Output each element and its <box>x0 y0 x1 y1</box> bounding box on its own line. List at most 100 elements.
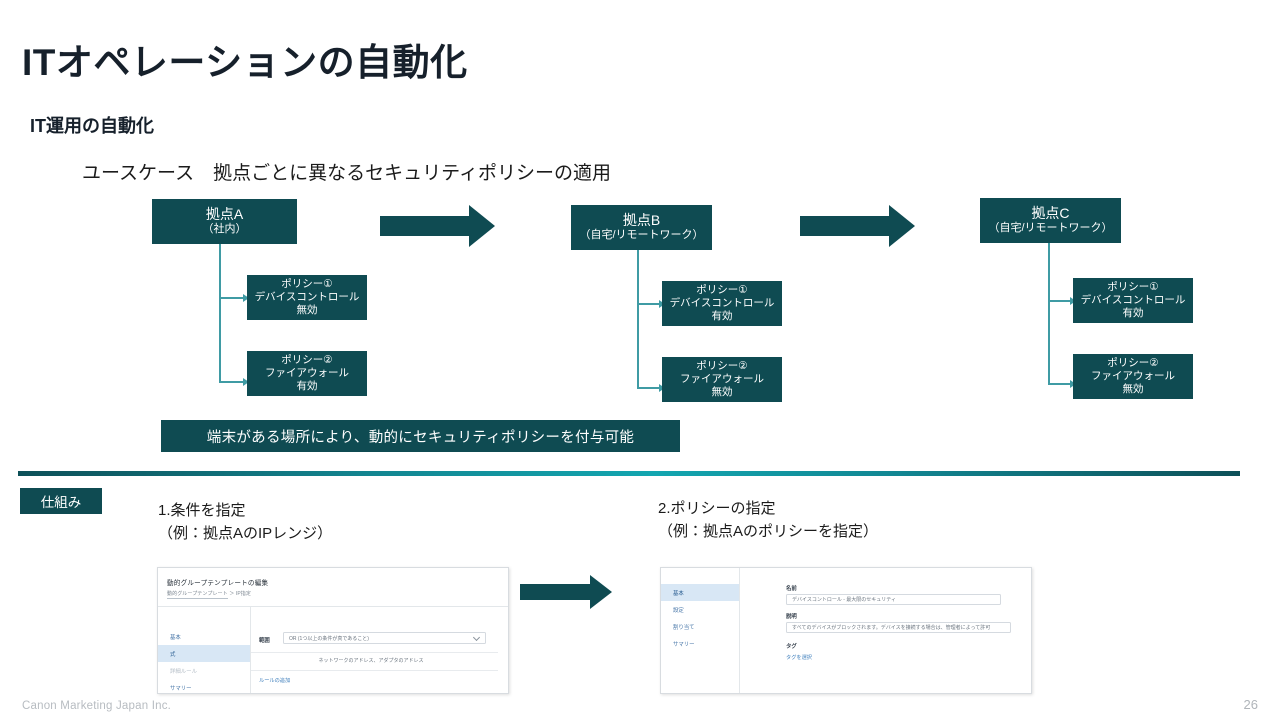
footer-brand: Canon Marketing Japan Inc. <box>22 700 172 712</box>
name-field[interactable]: デバイスコントロール - 最大限のセキュリティ <box>786 594 1001 605</box>
policy-state-c1: 有効 <box>1122 306 1144 319</box>
site-name-b: 拠点B <box>622 212 661 229</box>
policy-box-b1: ポリシー① デバイスコントロール 有効 <box>662 281 782 326</box>
site-box-c: 拠点C （自宅/リモートワーク） <box>980 198 1121 243</box>
mock-right-sidebar-item-assignment[interactable]: 割り当て <box>661 618 739 635</box>
operator-label: 範囲 <box>259 638 270 644</box>
name-label: 名前 <box>786 586 797 592</box>
breadcrumb-separator-icon: ＞ <box>229 591 235 597</box>
breadcrumb-current: IP指定 <box>235 591 251 597</box>
step-1-label: 1.条件を指定 （例：拠点AのIPレンジ） <box>158 502 333 543</box>
policy-feature-a1: デバイスコントロール <box>254 291 360 304</box>
site-name-c: 拠点C <box>1031 205 1070 222</box>
policy-box-a2: ポリシー② ファイアウォール 有効 <box>247 351 367 396</box>
policy-title-b2: ポリシー② <box>696 360 748 373</box>
policy-state-c2: 無効 <box>1122 382 1144 395</box>
flow-arrow-b-to-c <box>800 205 915 247</box>
mock-left-sidebar-item-basic[interactable]: 基本 <box>158 628 250 645</box>
sidebar-label: 割り当て <box>673 624 695 631</box>
breadcrumb-link[interactable]: 動的グループテンプレート <box>167 591 228 599</box>
policy-feature-b1: デバイスコントロール <box>669 297 775 310</box>
policy-title-c2: ポリシー② <box>1107 357 1159 370</box>
operator-select[interactable]: OR (1つ以上の条件が真であること) <box>283 632 486 644</box>
mock-right-sidebar-item-basic[interactable]: 基本 <box>661 584 739 601</box>
operator-select-value: OR (1つ以上の条件が真であること) <box>289 635 369 642</box>
step-2-label: 2.ポリシーの指定 （例：拠点Aのポリシーを指定） <box>658 500 879 541</box>
policy-state-b1: 有効 <box>711 309 733 322</box>
connector-horizontal-b2 <box>637 387 661 389</box>
mock-left-sidebar-item-summary[interactable]: サマリー <box>158 679 250 693</box>
sidebar-label: サマリー <box>673 641 695 648</box>
site-name-a: 拠点A <box>205 206 244 223</box>
mock-left-breadcrumb: 動的グループテンプレート ＞ IP指定 <box>167 590 251 599</box>
mock-left-sidebar: 基本 式 詳細ルール サマリー <box>158 607 251 693</box>
mock-left-sidebar-item-detail-rules[interactable]: 詳細ルール <box>158 662 250 679</box>
connector-arrowhead-a2 <box>243 378 249 386</box>
site-box-a: 拠点A （社内） <box>152 199 297 244</box>
section-divider <box>18 471 1240 476</box>
policy-title-a1: ポリシー① <box>281 278 333 291</box>
policy-box-c2: ポリシー② ファイアウォール 無効 <box>1073 354 1193 399</box>
name-field-value: デバイスコントロール - 最大限のセキュリティ <box>792 597 896 603</box>
mock-right-sidebar-item-settings[interactable]: 設定 <box>661 601 739 618</box>
policy-feature-c2: ファイアウォール <box>1091 370 1175 383</box>
connector-horizontal-c1 <box>1048 300 1072 302</box>
flow-arrow-step1-to-step2 <box>520 575 612 609</box>
policy-title-b1: ポリシー① <box>696 284 748 297</box>
chevron-down-icon <box>472 633 481 642</box>
policy-box-b2: ポリシー② ファイアウォール 無効 <box>662 357 782 402</box>
policy-feature-c1: デバイスコントロール <box>1080 294 1186 307</box>
mock-right-sidebar: 基本 設定 割り当て サマリー <box>661 568 740 693</box>
rule-row-divider-top <box>251 652 498 653</box>
mock-left-header: 動的グループテンプレートの編集 動的グループテンプレート ＞ IP指定 <box>158 568 508 606</box>
section-title: IT運用の自動化 <box>30 116 154 136</box>
mock-left-body: 範囲 OR (1つ以上の条件が真であること) ネットワークのアドレス、アダプタの… <box>251 607 508 693</box>
mock-right-body: 名前 デバイスコントロール - 最大限のセキュリティ 説明 すべてのデバイスがブ… <box>740 568 1031 693</box>
rule-row-divider-bottom <box>251 670 498 671</box>
site-sub-c: （自宅/リモートワーク） <box>988 222 1113 235</box>
mock-screenshot-dynamic-group-template[interactable]: 動的グループテンプレートの編集 動的グループテンプレート ＞ IP指定 基本 式… <box>157 567 509 694</box>
usecase-line: ユースケース 拠点ごとに異なるセキュリティポリシーの適用 <box>82 163 611 184</box>
description-field-value: すべてのデバイスがブロックされます。デバイスを接続する場合は、管理者によって許可 <box>792 625 991 631</box>
connector-horizontal-a2 <box>219 381 245 383</box>
rule-note: ネットワークのアドレス、アダプタのアドレス <box>318 658 424 664</box>
policy-feature-a2: ファイアウォール <box>265 367 349 380</box>
mock-screenshot-policy-editor[interactable]: 基本 設定 割り当て サマリー 名前 デバイスコントロール - 最大限のセキュリ… <box>660 567 1032 694</box>
sidebar-label: サマリー <box>170 685 192 692</box>
connector-vertical-c <box>1048 243 1050 384</box>
policy-state-a1: 無効 <box>296 303 318 316</box>
tag-label: タグ <box>786 644 797 650</box>
sidebar-label: 基本 <box>170 634 181 641</box>
flow-arrow-a-to-b <box>380 205 495 247</box>
policy-box-a1: ポリシー① デバイスコントロール 無効 <box>247 275 367 320</box>
description-field[interactable]: すべてのデバイスがブロックされます。デバイスを接続する場合は、管理者によって許可 <box>786 622 1011 633</box>
summary-banner: 端末がある場所により、動的にセキュリティポリシーを付与可能 <box>161 420 680 452</box>
site-box-b: 拠点B （自宅/リモートワーク） <box>571 205 712 250</box>
policy-state-b2: 無効 <box>711 385 733 398</box>
policy-box-c1: ポリシー① デバイスコントロール 有効 <box>1073 278 1193 323</box>
page-number: 26 <box>1243 697 1258 712</box>
sidebar-label: 式 <box>170 651 176 658</box>
mock-right-sidebar-item-summary[interactable]: サマリー <box>661 635 739 652</box>
connector-vertical-a <box>219 244 221 382</box>
mock-left-title: 動的グループテンプレートの編集 <box>167 580 269 587</box>
page-title: ITオペレーションの自動化 <box>22 42 468 83</box>
select-tag-link[interactable]: タグを選択 <box>786 655 812 661</box>
connector-horizontal-c2 <box>1048 383 1072 385</box>
connector-horizontal-a1 <box>219 297 245 299</box>
description-label: 説明 <box>786 614 797 620</box>
sidebar-label: 基本 <box>673 590 684 597</box>
connector-horizontal-b1 <box>637 303 661 305</box>
sidebar-label: 詳細ルール <box>170 668 197 675</box>
sidebar-label: 設定 <box>673 607 684 614</box>
connector-arrowhead-a1 <box>243 294 249 302</box>
site-sub-b: （自宅/リモートワーク） <box>579 229 704 242</box>
add-rule-link[interactable]: ルールの追加 <box>259 678 291 684</box>
policy-feature-b2: ファイアウォール <box>680 373 764 386</box>
mock-left-header-divider <box>158 606 508 607</box>
site-sub-a: （社内） <box>202 223 247 236</box>
policy-title-c1: ポリシー① <box>1107 281 1159 294</box>
connector-vertical-b <box>637 250 639 388</box>
mock-left-sidebar-item-expression[interactable]: 式 <box>158 645 250 662</box>
